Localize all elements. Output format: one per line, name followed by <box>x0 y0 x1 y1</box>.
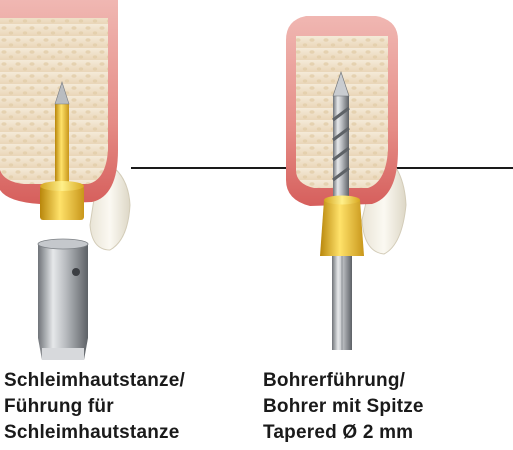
drill-guide-sleeve-top-right <box>324 196 360 205</box>
caption-right-line-1: Bohrerführung/ <box>263 368 424 394</box>
guide-collar-top-left <box>40 181 84 191</box>
tissue-punch-left <box>38 244 88 360</box>
bone-left <box>0 18 108 184</box>
caption-right-line-3: Tapered Ø 2 mm <box>263 420 424 446</box>
caption-tissue-punch: Schleimhautstanze/ Führung für Schleimha… <box>4 368 185 446</box>
caption-drill-guide: Bohrerführung/ Bohrer mit Spitze Tapered… <box>263 368 424 446</box>
right-panel-illustration <box>286 16 406 350</box>
caption-left-line-1: Schleimhautstanze/ <box>4 368 185 394</box>
drill-guide-sleeve-right <box>320 200 364 256</box>
left-panel-illustration <box>0 0 130 360</box>
tissue-punch-teeth-left <box>42 348 84 360</box>
tissue-punch-top-left <box>38 239 88 249</box>
tissue-punch-hole-left <box>72 268 80 276</box>
caption-left-line-3: Schleimhautstanze <box>4 420 185 446</box>
caption-right-line-2: Bohrer mit Spitze <box>263 394 424 420</box>
guide-collar-left <box>40 186 84 220</box>
caption-left-line-2: Führung für <box>4 394 185 420</box>
